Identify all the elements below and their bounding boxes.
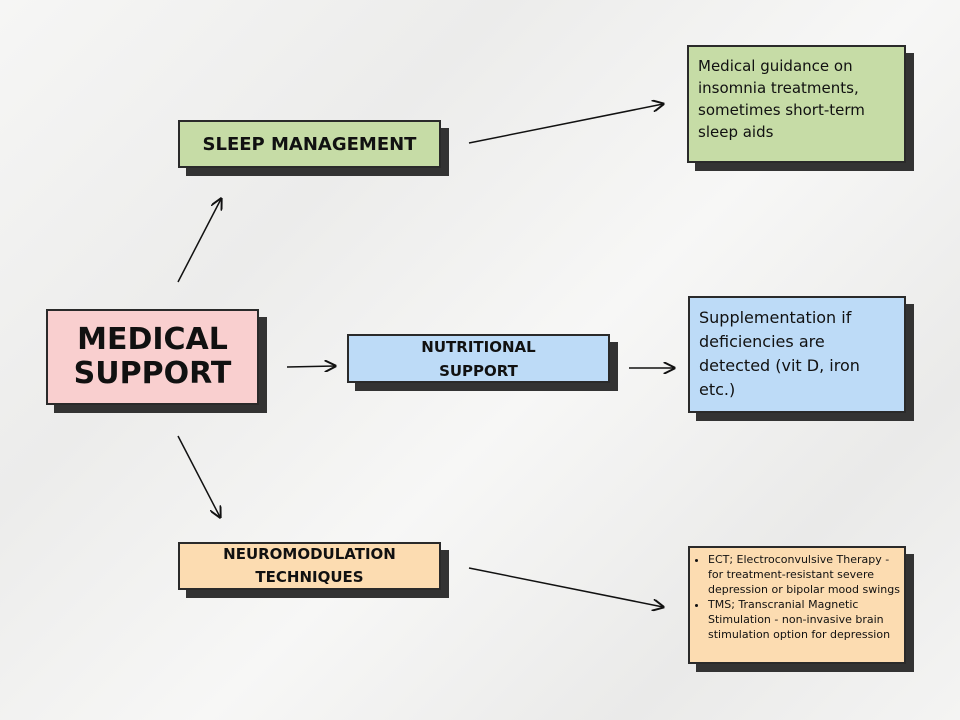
arrow-to-neuro <box>177 435 220 517</box>
sleep-management-box: SLEEP MANAGEMENT <box>178 120 441 168</box>
arrow-to-nutrition <box>286 366 335 367</box>
list-item-tms: TMS; Transcranial Magnetic Stimulation -… <box>708 597 900 642</box>
main-topic-box: MEDICAL SUPPORT <box>46 309 259 405</box>
list-item-ect: ECT; Electroconvulsive Therapy - for tre… <box>708 552 900 597</box>
neuro-detail-list: ECT; Electroconvulsive Therapy - for tre… <box>694 552 900 642</box>
sleep-detail-box: Medical guidance on insomnia treatments,… <box>687 45 906 163</box>
neuro-detail-box: ECT; Electroconvulsive Therapy - for tre… <box>688 546 906 664</box>
sleep-detail-text: Medical guidance on insomnia treatments,… <box>698 57 865 141</box>
neuromodulation-box: NEUROMODULATION TECHNIQUES <box>178 542 441 590</box>
nutritional-support-box: NUTRITIONAL SUPPORT <box>347 334 610 383</box>
neuromodulation-label: NEUROMODULATION TECHNIQUES <box>223 545 396 586</box>
nutritional-support-label: NUTRITIONAL SUPPORT <box>421 337 536 380</box>
nutrition-detail-box: Supplementation if deficiencies are dete… <box>688 296 906 413</box>
nutrition-detail-text: Supplementation if deficiencies are dete… <box>699 308 860 399</box>
sleep-management-label: SLEEP MANAGEMENT <box>202 133 417 155</box>
main-topic-title: MEDICAL SUPPORT <box>73 322 232 391</box>
arrow-sleep-detail <box>468 104 663 144</box>
arrow-neuro-detail <box>468 567 663 607</box>
arrow-to-sleep <box>177 199 221 283</box>
